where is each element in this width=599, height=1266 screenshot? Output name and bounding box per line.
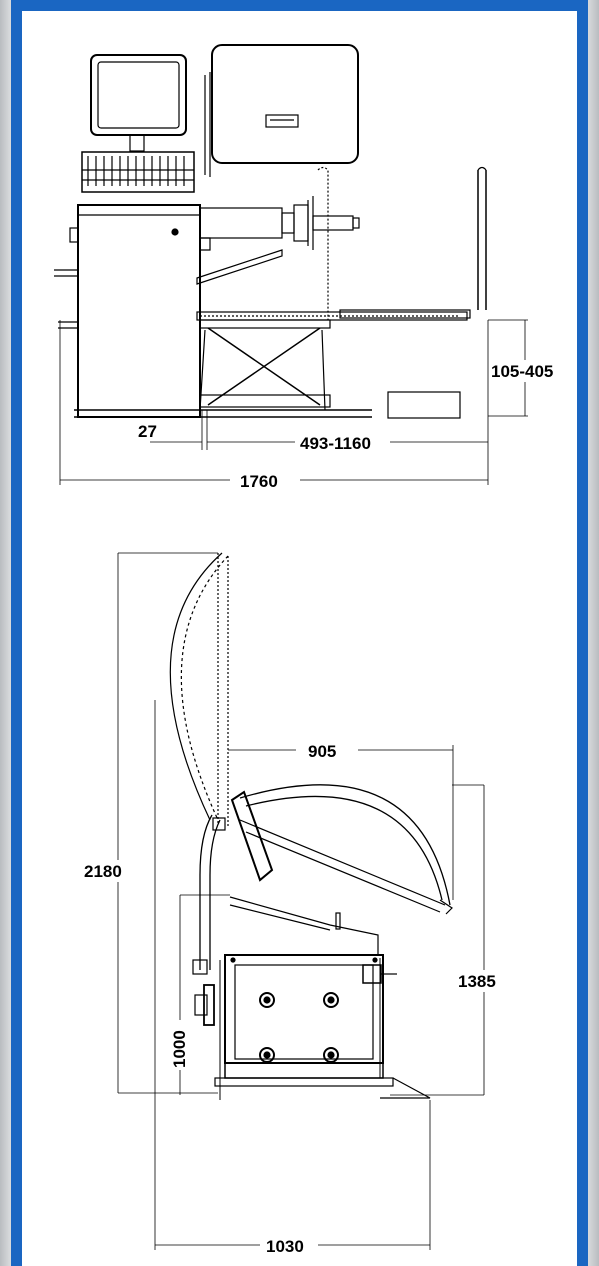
pedal-box: [387, 391, 461, 419]
front-view: [117, 552, 485, 1250]
dim-1000: 1000: [170, 1030, 189, 1068]
monitor-icon: [90, 54, 187, 152]
dim-1385: 1385: [458, 972, 496, 991]
bolt-icons: [259, 992, 339, 1063]
dim-27: 27: [138, 422, 157, 441]
lift-table-icon: [196, 166, 487, 411]
side-view: [54, 44, 528, 485]
lowered-guard-icon: [230, 784, 453, 915]
dim-105-405: 105-405: [491, 362, 553, 381]
tool-tray-icon: [81, 151, 195, 193]
cabinet-body: [77, 204, 201, 418]
raised-guard-arc: [169, 552, 229, 826]
dim-1760: 1760: [240, 472, 278, 491]
wheel-guard-icon: [204, 44, 359, 177]
wheel-shaft-icon: [199, 166, 360, 320]
dim-493-1160: 493-1160: [300, 434, 371, 453]
dim-2180: 2180: [84, 862, 122, 881]
cabinet-front-icon: [192, 896, 431, 1100]
dim-1030: 1030: [266, 1237, 304, 1256]
drawing-sheet: [22, 11, 577, 1266]
dim-905: 905: [308, 742, 336, 761]
